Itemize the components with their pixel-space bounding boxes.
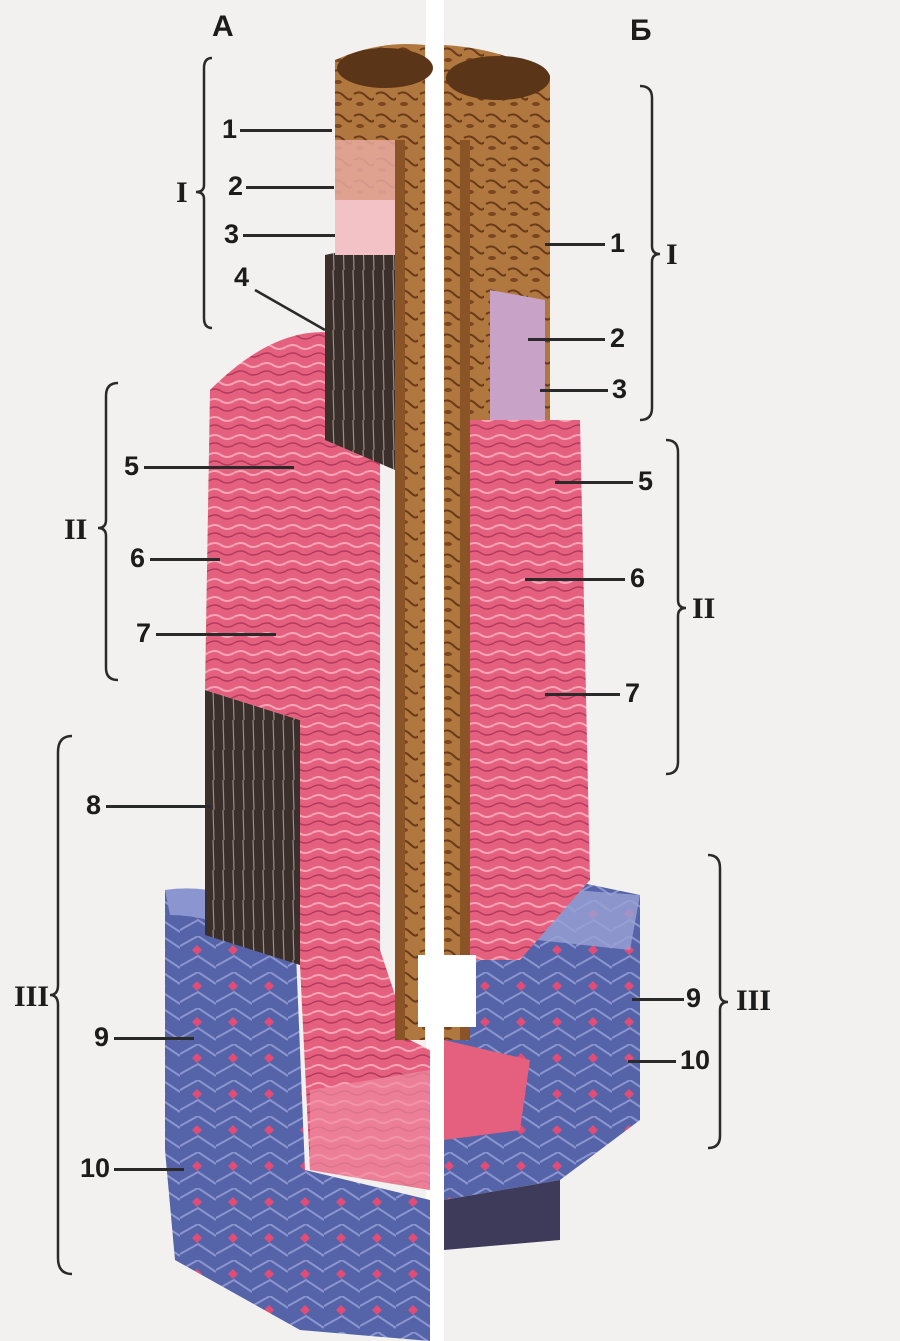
left-leader-3: [243, 234, 335, 237]
left-group-1: I: [176, 178, 188, 208]
right-label-5: 5: [638, 468, 653, 495]
right-leader-9: [632, 998, 684, 1001]
right-leader-2: [528, 338, 605, 341]
right-label-10: 10: [680, 1047, 710, 1074]
left-label-5: 5: [124, 453, 139, 480]
left-leader-1: [240, 129, 332, 132]
right-leader-6: [525, 578, 625, 581]
left-leader-9: [114, 1037, 194, 1040]
left-label-7: 7: [136, 620, 151, 647]
left-leader-2: [246, 186, 334, 189]
left-label-3: 3: [224, 221, 239, 248]
left-leader-7: [156, 633, 276, 636]
left-leader-6: [150, 558, 220, 561]
left-label-2: 2: [228, 173, 243, 200]
right-label-3: 3: [612, 376, 627, 403]
right-leader-3: [540, 389, 608, 392]
left-label-8: 8: [86, 792, 101, 819]
left-leader-5: [144, 466, 294, 469]
left-label-9: 9: [94, 1024, 109, 1051]
right-group-1: I: [666, 240, 678, 270]
left-group-2: II: [64, 515, 87, 545]
right-label-7: 7: [625, 680, 640, 707]
left-group-3: III: [14, 982, 49, 1012]
right-group-2: II: [692, 594, 715, 624]
right-leader-5: [555, 481, 633, 484]
left-label-10: 10: [80, 1155, 110, 1182]
right-label-2: 2: [610, 325, 625, 352]
left-label-1: 1: [222, 116, 237, 143]
right-leader-10: [628, 1060, 676, 1063]
right-leader-7: [545, 693, 620, 696]
left-leader-10: [114, 1168, 184, 1171]
left-label-6: 6: [130, 545, 145, 572]
right-label-1: 1: [610, 230, 625, 257]
left-label-4: 4: [234, 264, 249, 291]
left-leader-8: [106, 805, 211, 808]
right-label-9: 9: [686, 985, 701, 1012]
right-leader-1: [545, 243, 605, 246]
right-label-6: 6: [630, 565, 645, 592]
right-group-3: III: [736, 986, 771, 1016]
